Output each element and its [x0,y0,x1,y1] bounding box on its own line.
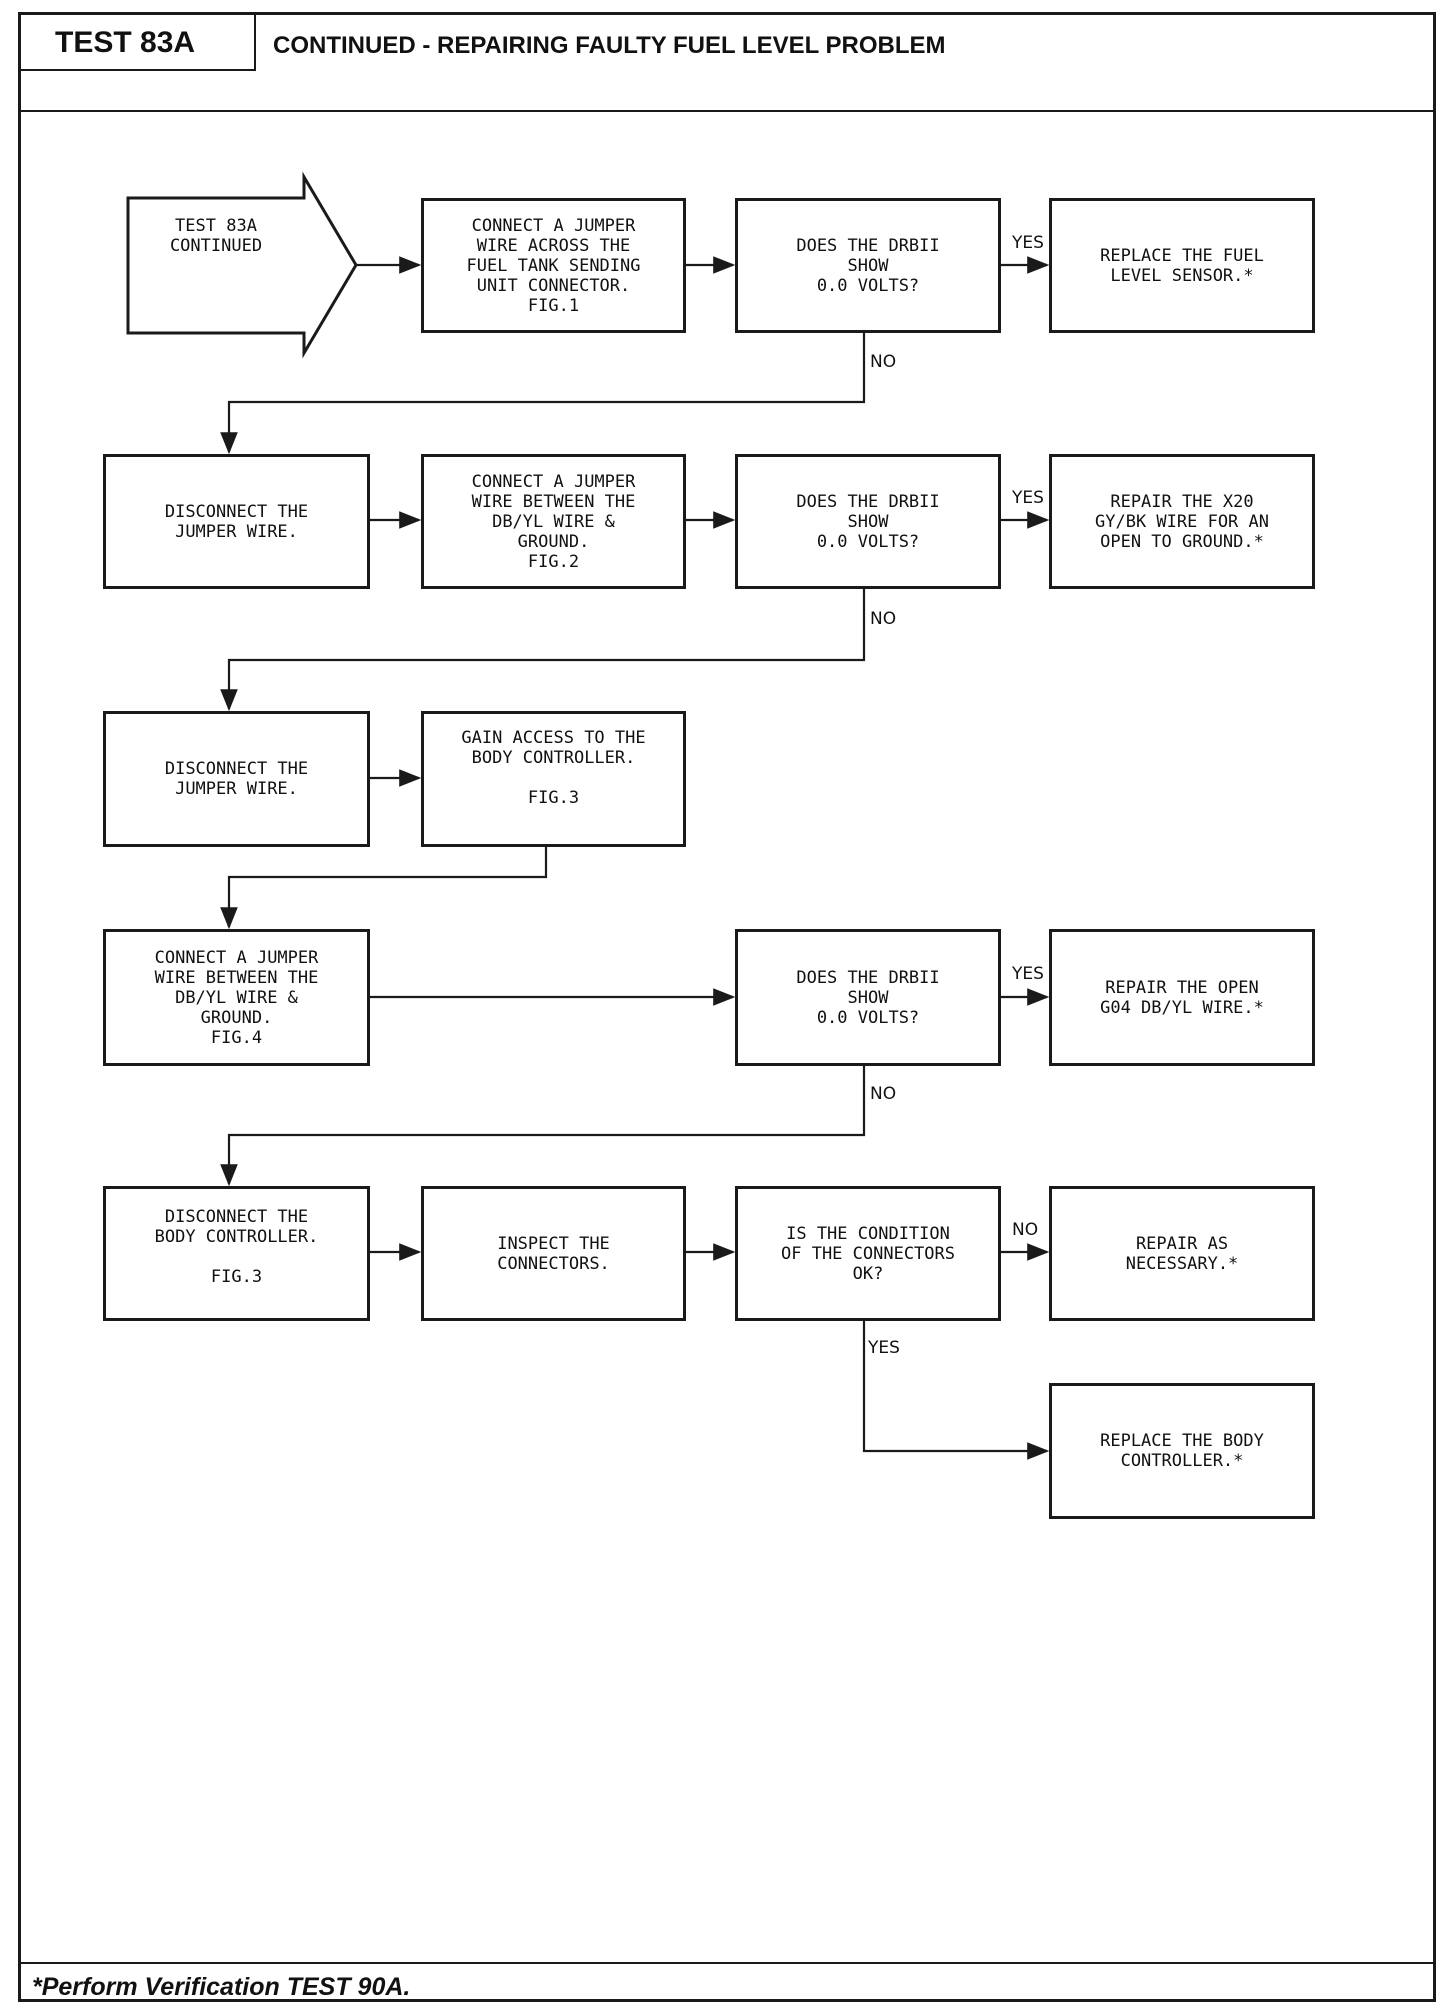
branch-label-yes: YES [1012,488,1044,508]
decision-text: IS THE CONDITION OF THE CONNECTORS OK? [781,1223,955,1284]
decision-connectors-ok: IS THE CONDITION OF THE CONNECTORS OK? [735,1186,1001,1321]
action-text: REPLACE THE FUEL LEVEL SENSOR.* [1100,245,1264,286]
action-repair-as-necessary: REPAIR AS NECESSARY.* [1049,1186,1315,1321]
branch-label-no: NO [870,352,897,372]
footer-divider [18,1962,1436,1964]
branch-label-yes: YES [1012,964,1044,984]
step-connect-jumper-db-yl-fig2: CONNECT A JUMPER WIRE BETWEEN THE DB/YL … [421,454,686,589]
decision-text: DOES THE DRBII SHOW 0.0 VOLTS? [796,491,940,552]
step-text: CONNECT A JUMPER WIRE BETWEEN THE DB/YL … [471,471,636,572]
branch-label-no: NO [1012,1220,1039,1240]
start-label: TEST 83A CONTINUED [169,216,263,256]
step-disconnect-body-controller: DISCONNECT THE BODY CONTROLLER. FIG.3 [103,1186,370,1321]
page-title: CONTINUED - REPAIRING FAULTY FUEL LEVEL … [273,32,946,59]
step-text: DISCONNECT THE JUMPER WIRE. [164,501,309,542]
step-text: DISCONNECT THE JUMPER WIRE. [164,759,309,799]
branch-label-yes: YES [868,1338,900,1358]
decision-text: DOES THE DRBII SHOW 0.0 VOLTS? [796,967,940,1028]
branch-label-no: NO [870,1084,897,1104]
branch-label-yes: YES [1012,233,1044,253]
decision-drbii-zero-volts-2: DOES THE DRBII SHOW 0.0 VOLTS? [735,454,1001,589]
action-repair-g04-wire: REPAIR THE OPEN G04 DB/YL WIRE.* [1049,929,1315,1066]
step-inspect-connectors: INSPECT THE CONNECTORS. [421,1186,686,1321]
decision-drbii-zero-volts-3: DOES THE DRBII SHOW 0.0 VOLTS? [735,929,1001,1066]
step-connect-jumper-across: CONNECT A JUMPER WIRE ACROSS THE FUEL TA… [421,198,686,333]
step-text: INSPECT THE CONNECTORS. [497,1233,610,1274]
step-text: CONNECT A JUMPER WIRE BETWEEN THE DB/YL … [154,947,319,1048]
decision-text: DOES THE DRBII SHOW 0.0 VOLTS? [796,235,940,296]
decision-drbii-zero-volts-1: DOES THE DRBII SHOW 0.0 VOLTS? [735,198,1001,333]
action-repair-x20-wire: REPAIR THE X20 GY/BK WIRE FOR AN OPEN TO… [1049,454,1315,589]
step-text: DISCONNECT THE BODY CONTROLLER. FIG.3 [154,1207,319,1287]
verification-note: *Perform Verification TEST 90A. [32,1973,411,2001]
step-text: CONNECT A JUMPER WIRE ACROSS THE FUEL TA… [466,215,641,316]
step-gain-access-body-controller: GAIN ACCESS TO THE BODY CONTROLLER. FIG.… [421,711,686,847]
action-replace-fuel-level-sensor: REPLACE THE FUEL LEVEL SENSOR.* [1049,198,1315,333]
start-arrow-shape [126,171,358,359]
action-text: REPAIR THE OPEN G04 DB/YL WIRE.* [1100,977,1264,1018]
action-text: REPAIR AS NECESSARY.* [1125,1233,1239,1274]
test-id-tab: TEST 83A [21,15,256,71]
page-frame [18,12,1436,2002]
action-replace-body-controller: REPLACE THE BODY CONTROLLER.* [1049,1383,1315,1519]
header-band [18,12,1436,112]
action-text: REPAIR THE X20 GY/BK WIRE FOR AN OPEN TO… [1095,491,1269,552]
step-text: GAIN ACCESS TO THE BODY CONTROLLER. FIG.… [461,728,646,808]
step-connect-jumper-db-yl-fig4: CONNECT A JUMPER WIRE BETWEEN THE DB/YL … [103,929,370,1066]
start-arrow: TEST 83A CONTINUED [130,200,302,331]
action-text: REPLACE THE BODY CONTROLLER.* [1100,1431,1264,1471]
branch-label-no: NO [870,609,897,629]
step-disconnect-jumper-1: DISCONNECT THE JUMPER WIRE. [103,454,370,589]
step-disconnect-jumper-2: DISCONNECT THE JUMPER WIRE. [103,711,370,847]
